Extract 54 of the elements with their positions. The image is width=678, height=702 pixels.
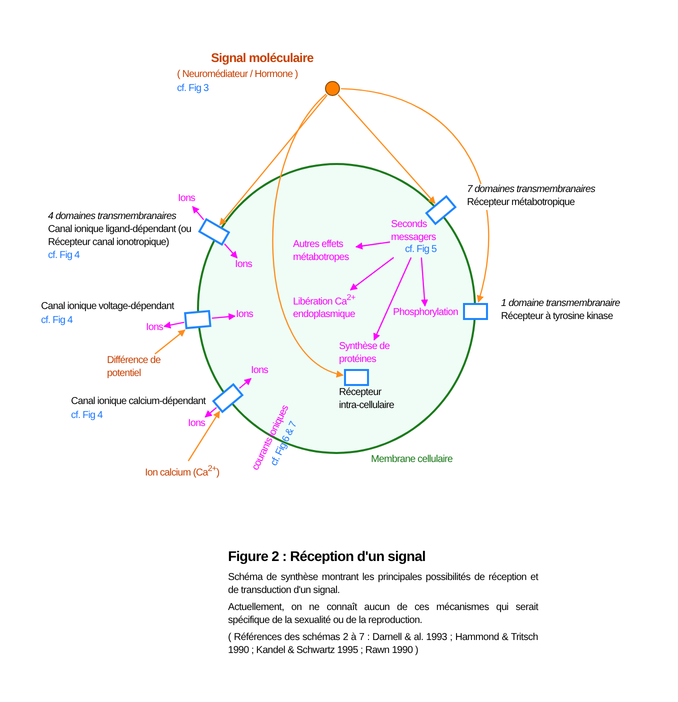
arrow (340, 88, 489, 303)
receptor-label: Récepteur à tyrosine kinase (501, 311, 613, 324)
figure-reference: cf. Fig 4 (41, 315, 73, 328)
channel-label: Canal ionique voltage-dépendant (41, 301, 174, 314)
arrow (350, 257, 394, 290)
membrane-label: Membrane cellulaire (371, 454, 452, 466)
effect-label: Synthèse de protéines (339, 341, 397, 366)
arrow (355, 241, 390, 250)
ion-label: Ions (251, 365, 268, 378)
receptor-box (463, 303, 488, 320)
ion-label: Ions (146, 322, 164, 334)
arrow (163, 322, 184, 329)
arrow (373, 257, 412, 341)
figure-reference: cf. Fig 3 (177, 83, 209, 96)
arrow (219, 94, 328, 226)
receptor-label: Récepteur métabotropique (467, 197, 575, 210)
paragraph: Actuellement, on ne connaît aucun de ces mécanismes qui serait spécifique de la sexualité ou de la reproduction. (228, 601, 538, 627)
domain-label: 1 domaine transmembranaire (501, 298, 620, 310)
arrow (420, 257, 428, 307)
effect-label: Phosphorylation (393, 307, 458, 320)
arrow (272, 94, 344, 376)
arrow (212, 313, 236, 320)
ion-channel-box (183, 308, 213, 330)
arrow (204, 407, 217, 418)
ion-label: Ions (188, 418, 206, 430)
messenger-label: Seconds messagers (391, 219, 437, 244)
signal-title: Signal moléculaire (211, 52, 314, 64)
figure-title: Figure 2 : Réception d'un signal (228, 548, 426, 564)
arrow (239, 378, 252, 389)
domain-label: 4 domaines transmembranaires (48, 211, 176, 224)
figure-reference: cf. Fig 5 (404, 244, 437, 256)
ion-label: Ions (236, 309, 254, 322)
receptor-box (344, 369, 369, 386)
channel-label: Canal ionique calcium-dépendant (71, 396, 206, 408)
arrow (338, 94, 436, 204)
figure-reference: cf. Fig 4 (71, 410, 103, 422)
ion-label: Ions (235, 259, 252, 272)
effect-label: Autres effets métabotropes (293, 239, 355, 264)
effect-label: Libération Ca$^{2+}$ endoplasmique (293, 291, 365, 322)
caption: Schéma de synthèse montrant les principales possibilités de réception et de transduction d'un signal. (228, 571, 538, 597)
figure-reference: cf. Fig 4 (48, 250, 80, 262)
stimulus-label: Différence de potentiel (107, 355, 169, 380)
arrow (224, 243, 238, 259)
signal-dot (325, 81, 340, 96)
receptor-label: Canal ionique ligand-dépendant (ou Récepteur canal ionotropique) (48, 224, 192, 249)
arrow (154, 330, 186, 354)
arrow (192, 206, 204, 220)
receptor-label: Récepteur intra-cellulaire (339, 387, 396, 412)
domain-label: 7 domaines transmembranaires (467, 184, 596, 196)
signal-subtitle: ( Neuromédiateur / Hormone ) (177, 69, 298, 82)
references-note: ( Références des schémas 2 à 7 : Darnell & al. 1993 ; Hammond & Tritsch 1990 ; Kandel & Schwartz 1995 ; Rawn 1990 ) (228, 631, 538, 657)
arrow (188, 410, 220, 462)
ion-label: Ions (178, 193, 196, 206)
stimulus-label: Ion calcium (Ca$^{2+}$) (145, 462, 220, 480)
